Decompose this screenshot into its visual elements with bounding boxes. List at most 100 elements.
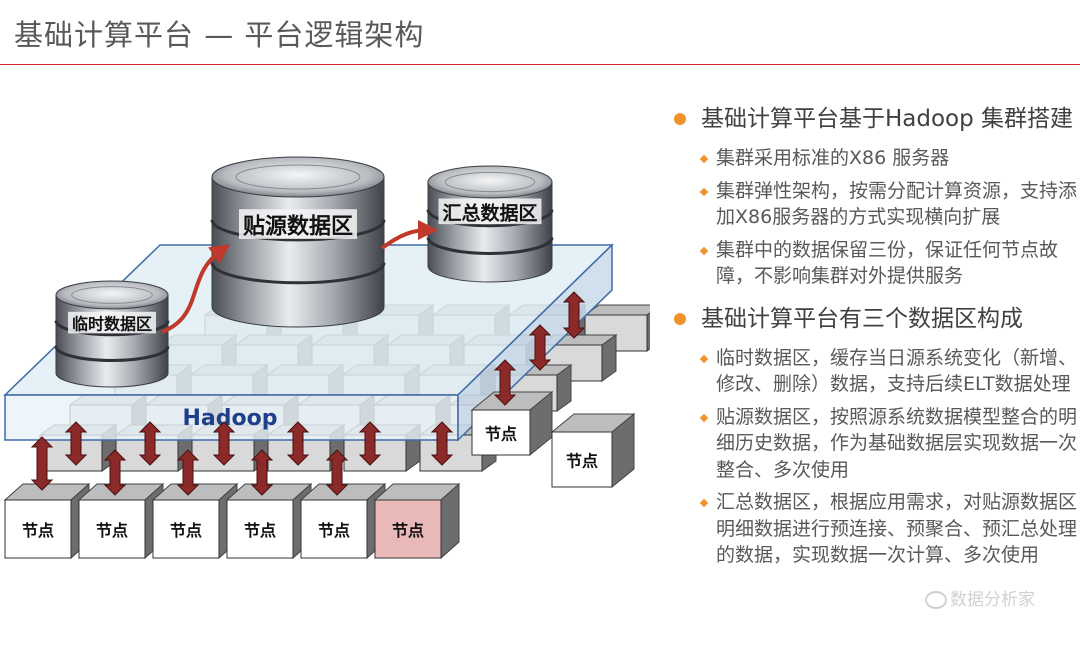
bidirectional-arrow	[103, 449, 127, 496]
arrow-shape	[176, 449, 200, 496]
cylinder-band	[210, 262, 386, 285]
cylinder-band	[54, 346, 170, 362]
arrow-shape	[493, 359, 517, 406]
node-label: 节点	[392, 521, 424, 540]
arrow-shape	[528, 324, 552, 371]
diamond-bullet-icon	[700, 188, 708, 196]
bullet-main-2: 基础计算平台有三个数据区构成	[668, 296, 1080, 343]
bullet-sub-2-3: 汇总数据区，根据应用需求，对贴源数据区明细数据进行预连接、预聚合、预汇总处理的数…	[668, 489, 1080, 569]
cylinder-band	[210, 219, 386, 242]
bullet-main-1-text: 基础计算平台基于Hadoop 集群搭建	[701, 106, 1074, 132]
node-cube: 节点	[77, 482, 165, 560]
label-backdrop	[68, 311, 156, 334]
arrow-shape	[103, 449, 127, 496]
arrow-shape	[138, 421, 162, 466]
flow-arrow-staging-to-source	[161, 244, 231, 334]
diamond-bullet-icon	[700, 414, 708, 422]
diamond-bullet-icon	[700, 499, 708, 507]
bullet-sub-text: 集群采用标准的X86 服务器	[716, 147, 950, 169]
bullet-sub-1-2: 集群弹性架构，按需分配计算资源，支持添加X86服务器的方式实现横向扩展	[668, 178, 1080, 231]
node-cube: 节点	[470, 390, 554, 457]
cylinder-band	[54, 320, 170, 337]
bullet-sub-text: 贴源数据区，按照源系统数据模型整合的明细历史数据，作为基础数据层实现数据一次整合…	[716, 405, 1078, 481]
cube-front	[78, 499, 146, 559]
cube-front	[4, 499, 72, 559]
node-label: 节点	[566, 452, 598, 471]
arrow-shape	[562, 291, 586, 339]
cylinder-rim	[444, 171, 536, 193]
arrow-shape	[212, 421, 236, 466]
node-label: 节点	[22, 521, 54, 540]
title-divider	[0, 64, 1080, 65]
bullet-main-2-text: 基础计算平台有三个数据区构成	[701, 305, 1023, 332]
page-title: 基础计算平台 — 平台逻辑架构	[14, 18, 425, 52]
arrow-shape	[30, 436, 54, 491]
bullet-list: 基础计算平台基于Hadoop 集群搭建 集群采用标准的X86 服务器 集群弹性架…	[668, 96, 1080, 575]
diamond-bullet-icon	[700, 155, 708, 163]
node-cube: 节点	[225, 482, 313, 560]
watermark-text: 数据分析家	[950, 590, 1035, 610]
arrow-shape	[250, 449, 274, 496]
database-label: 贴源数据区	[243, 213, 353, 239]
node-cube: 节点	[550, 412, 636, 489]
node-label: 节点	[318, 521, 350, 540]
label-backdrop	[239, 209, 357, 239]
bidirectional-arrow	[358, 421, 382, 466]
cube-front	[300, 499, 368, 559]
bidirectional-arrow	[250, 449, 274, 496]
node-cube: 节点	[299, 482, 387, 560]
architecture-diagram: Hadoop 节点节点节点节点节点节点节点节点 临时数据区贴源数据区汇总数据区	[0, 70, 663, 645]
cube-front	[374, 499, 442, 559]
bullet-sub-1-3: 集群中的数据保留三份，保证任何节点故障，不影响集群对外提供服务	[668, 237, 1080, 290]
cylinder-top	[427, 165, 553, 199]
database-label: 临时数据区	[72, 314, 152, 333]
arrow-shape	[430, 421, 454, 466]
arrow-shape	[358, 421, 382, 466]
cylinder-rim	[235, 164, 361, 190]
bidirectional-arrow	[138, 421, 162, 466]
bidirectional-arrow	[493, 359, 517, 406]
cube-front	[152, 499, 220, 559]
diamond-bullet-icon	[700, 247, 708, 255]
node-label: 节点	[244, 521, 276, 540]
cylinder-body	[211, 176, 385, 328]
staging-database: 临时数据区	[54, 280, 170, 388]
bullet-sub-text: 临时数据区，缓存当日源系统变化（新增、修改、删除）数据，支持后续ELT数据处理	[716, 346, 1078, 396]
bullet-sub-text: 集群中的数据保留三份，保证任何节点故障，不影响集群对外提供服务	[716, 238, 1059, 288]
cylinder-band	[426, 237, 554, 255]
bidirectional-arrow	[562, 291, 586, 339]
cylinder-top	[55, 280, 169, 310]
arrow-shape	[325, 449, 349, 496]
bidirectional-arrow	[286, 421, 310, 466]
cube-front	[226, 499, 294, 559]
bullet-main-1: 基础计算平台基于Hadoop 集群搭建	[668, 96, 1080, 143]
flow-arrow-source-to-summary	[380, 220, 438, 250]
bidirectional-arrow	[176, 449, 200, 496]
bidirectional-arrow	[64, 421, 88, 466]
bidirectional-arrow	[325, 449, 349, 496]
bidirectional-arrow	[212, 421, 236, 466]
bullet-dot-icon	[674, 312, 686, 325]
node-cube: 节点	[3, 482, 91, 560]
watermark: 数据分析家	[925, 585, 1035, 610]
cylinder-band	[426, 209, 554, 228]
summary-database: 汇总数据区	[426, 165, 554, 283]
bullet-dot-icon	[674, 113, 686, 125]
node-label: 节点	[485, 425, 517, 444]
node-label: 节点	[96, 521, 128, 540]
node-cube: 节点	[373, 482, 461, 560]
bidirectional-arrow	[30, 436, 54, 491]
cube-front	[551, 431, 613, 488]
bullet-sub-2-1: 临时数据区，缓存当日源系统变化（新增、修改、删除）数据，支持后续ELT数据处理	[668, 345, 1080, 398]
platform-label: Hadoop	[183, 406, 278, 431]
bidirectional-arrow	[430, 421, 454, 466]
database-label: 汇总数据区	[442, 201, 537, 224]
cube-front	[471, 409, 531, 456]
diamond-bullet-icon	[700, 355, 708, 363]
cylinder-rim	[71, 286, 153, 304]
architecture-svg: Hadoop 节点节点节点节点节点节点节点节点 临时数据区贴源数据区汇总数据区	[3, 156, 663, 560]
node-label: 节点	[170, 521, 202, 540]
cylinder-top	[211, 156, 385, 198]
arrow-shape	[64, 421, 88, 466]
wechat-icon	[925, 591, 947, 609]
